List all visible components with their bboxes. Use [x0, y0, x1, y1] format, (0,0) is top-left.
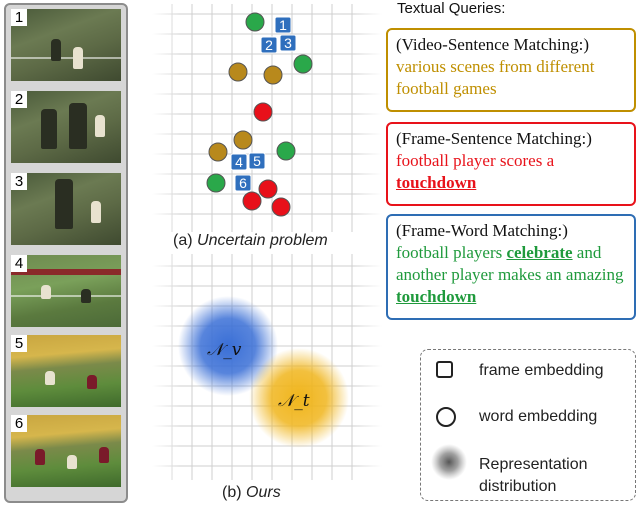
- frame-sentence-text: football player scores a: [396, 151, 555, 170]
- word-embedding-dot: [276, 141, 296, 161]
- blob-v-label: 𝒩_v: [207, 340, 242, 360]
- video-frame-strip: 1 2 3 4 5 6: [4, 3, 128, 503]
- frame-number-label: 2: [11, 91, 27, 108]
- frame-sentence-heading: (Frame-Sentence Matching:): [396, 129, 592, 148]
- frame-word-keyword-2: touchdown: [396, 287, 477, 306]
- video-frame-3: 3: [11, 173, 121, 245]
- frame-number-label: 3: [11, 173, 27, 190]
- frame-sentence-keyword: touchdown: [396, 173, 477, 192]
- word-embedding-dot: [206, 173, 226, 193]
- word-embedding-dot: [293, 54, 313, 74]
- video-sentence-query-box: (Video-Sentence Matching:) various scene…: [386, 28, 636, 112]
- frame-embedding-square: 1: [274, 16, 292, 34]
- legend-word-embedding: word embedding: [479, 408, 598, 425]
- svg-text:2: 2: [265, 37, 273, 53]
- frame-embedding-square: 5: [248, 152, 266, 170]
- frame-embedding-square: 3: [279, 34, 297, 52]
- frame-word-text-2: and another player makes an amazing: [396, 243, 624, 284]
- video-sentence-text: various scenes from different football g…: [396, 57, 595, 98]
- word-embedding-dot: [245, 12, 265, 32]
- embedding-grid-a: 1 2 3 4 5 6: [152, 4, 382, 232]
- embedding-grid-b: 𝒩_v 𝒩_t: [152, 254, 382, 480]
- svg-text:6: 6: [239, 175, 247, 191]
- word-embedding-dot: [208, 142, 228, 162]
- frame-word-heading: (Frame-Word Matching:): [396, 221, 568, 240]
- word-embedding-dot: [228, 62, 248, 82]
- frame-number-label: 6: [11, 415, 27, 432]
- video-frame-1: 1: [11, 9, 121, 81]
- word-embedding-dot: [271, 197, 291, 217]
- video-frame-5: 5: [11, 335, 121, 407]
- video-sentence-heading: (Video-Sentence Matching:): [396, 35, 589, 54]
- word-embedding-dot: [263, 65, 283, 85]
- video-frame-2: 2: [11, 91, 121, 163]
- caption-a: (a) Uncertain problem: [173, 232, 328, 249]
- blob-t-label: 𝒩_t: [278, 391, 310, 411]
- distribution-blob-icon: [431, 444, 467, 480]
- text-distribution-blob: [249, 348, 349, 448]
- frame-word-query-box: (Frame-Word Matching:) football players …: [386, 214, 636, 320]
- video-frame-4: 4: [11, 255, 121, 327]
- frame-number-label: 5: [11, 335, 27, 352]
- legend: frame embedding word embedding Represent…: [420, 349, 636, 501]
- word-embedding-dot: [258, 179, 278, 199]
- circle-icon: [436, 407, 456, 427]
- frame-embedding-square: 4: [230, 153, 248, 171]
- frame-word-keyword-1: celebrate: [506, 243, 573, 262]
- textual-queries-title: Textual Queries:: [397, 0, 506, 17]
- frame-number-label: 4: [11, 255, 27, 272]
- svg-text:5: 5: [253, 153, 261, 169]
- frame-embedding-square: 6: [234, 174, 252, 192]
- video-frame-6: 6: [11, 415, 121, 487]
- word-embedding-dot: [253, 102, 273, 122]
- svg-text:4: 4: [235, 154, 243, 170]
- frame-embedding-square: 2: [260, 36, 278, 54]
- svg-text:1: 1: [279, 17, 287, 33]
- frame-number-label: 1: [11, 9, 27, 26]
- caption-b: (b) Ours: [222, 484, 281, 501]
- legend-frame-embedding: frame embedding: [479, 362, 604, 379]
- square-icon: [436, 361, 453, 378]
- frame-word-text-1: football players: [396, 243, 503, 262]
- svg-text:3: 3: [284, 35, 292, 51]
- legend-representation-distribution: Representation distribution: [479, 456, 588, 495]
- frame-sentence-query-box: (Frame-Sentence Matching:) football play…: [386, 122, 636, 206]
- video-distribution-blob: [178, 296, 278, 396]
- word-embedding-dot: [242, 191, 262, 211]
- word-embedding-dot: [233, 130, 253, 150]
